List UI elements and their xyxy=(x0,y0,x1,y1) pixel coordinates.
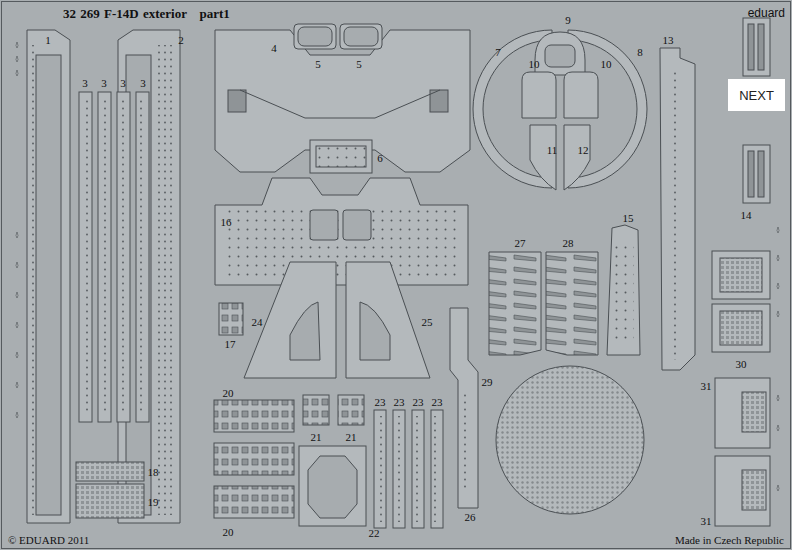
callout-number: 27 xyxy=(515,238,526,249)
callout-number: 4 xyxy=(271,43,277,54)
callout-number: 23 xyxy=(413,397,424,408)
callout-number: 23 xyxy=(394,397,405,408)
callout-number: 30 xyxy=(736,359,747,370)
callout-number: 6 xyxy=(377,153,383,164)
sheet-note: © EDUARD 2011 xyxy=(8,535,89,546)
callout-number: 8 xyxy=(637,47,643,58)
callout-number: 9 xyxy=(565,15,571,26)
callout-number: 3 xyxy=(101,78,107,89)
callout-number: 19 xyxy=(148,497,159,508)
callout-number: 3 xyxy=(140,78,146,89)
callout-number: 20 xyxy=(223,388,234,399)
callout-number: 26 xyxy=(465,512,476,523)
callout-number: 12 xyxy=(578,145,589,156)
callout-number: 31 xyxy=(701,516,712,527)
callout-number: 3 xyxy=(120,78,126,89)
next-tab: NEXT xyxy=(728,79,785,111)
tab-label: NEXT xyxy=(739,88,774,103)
callout-number: 3 xyxy=(82,78,88,89)
callout-number: 1 xyxy=(45,35,51,46)
callout-number: 11 xyxy=(547,145,558,156)
callout-number: 21 xyxy=(346,432,357,443)
callout-number: 29 xyxy=(482,377,493,388)
callout-number: 10 xyxy=(529,59,540,70)
callout-number: 20 xyxy=(223,527,234,538)
callout-number: 31 xyxy=(701,381,712,392)
callout-number: 16 xyxy=(221,217,232,228)
callout-number: 13 xyxy=(663,35,674,46)
callout-number: 23 xyxy=(375,397,386,408)
brand-mark: eduard xyxy=(748,7,785,19)
callout-number: 25 xyxy=(422,317,433,328)
callout-number: 14 xyxy=(741,210,752,221)
callout-number: 10 xyxy=(601,59,612,70)
sheet-title: 32 269 F-14D exterior part1 xyxy=(63,7,230,20)
callout-number: 28 xyxy=(563,238,574,249)
sheet-note: Made in Czech Republic xyxy=(675,535,784,546)
callout-number: 7 xyxy=(495,47,501,58)
callout-number: 2 xyxy=(178,35,184,46)
callout-number: 15 xyxy=(623,213,634,224)
callout-number: 17 xyxy=(225,339,236,350)
callout-number: 22 xyxy=(369,528,380,539)
callout-number: 21 xyxy=(311,432,322,443)
callout-number: 24 xyxy=(252,317,263,328)
callout-number: 5 xyxy=(356,59,362,70)
callout-number: 5 xyxy=(315,59,321,70)
callout-number: 18 xyxy=(148,467,159,478)
callout-number: 23 xyxy=(432,397,443,408)
